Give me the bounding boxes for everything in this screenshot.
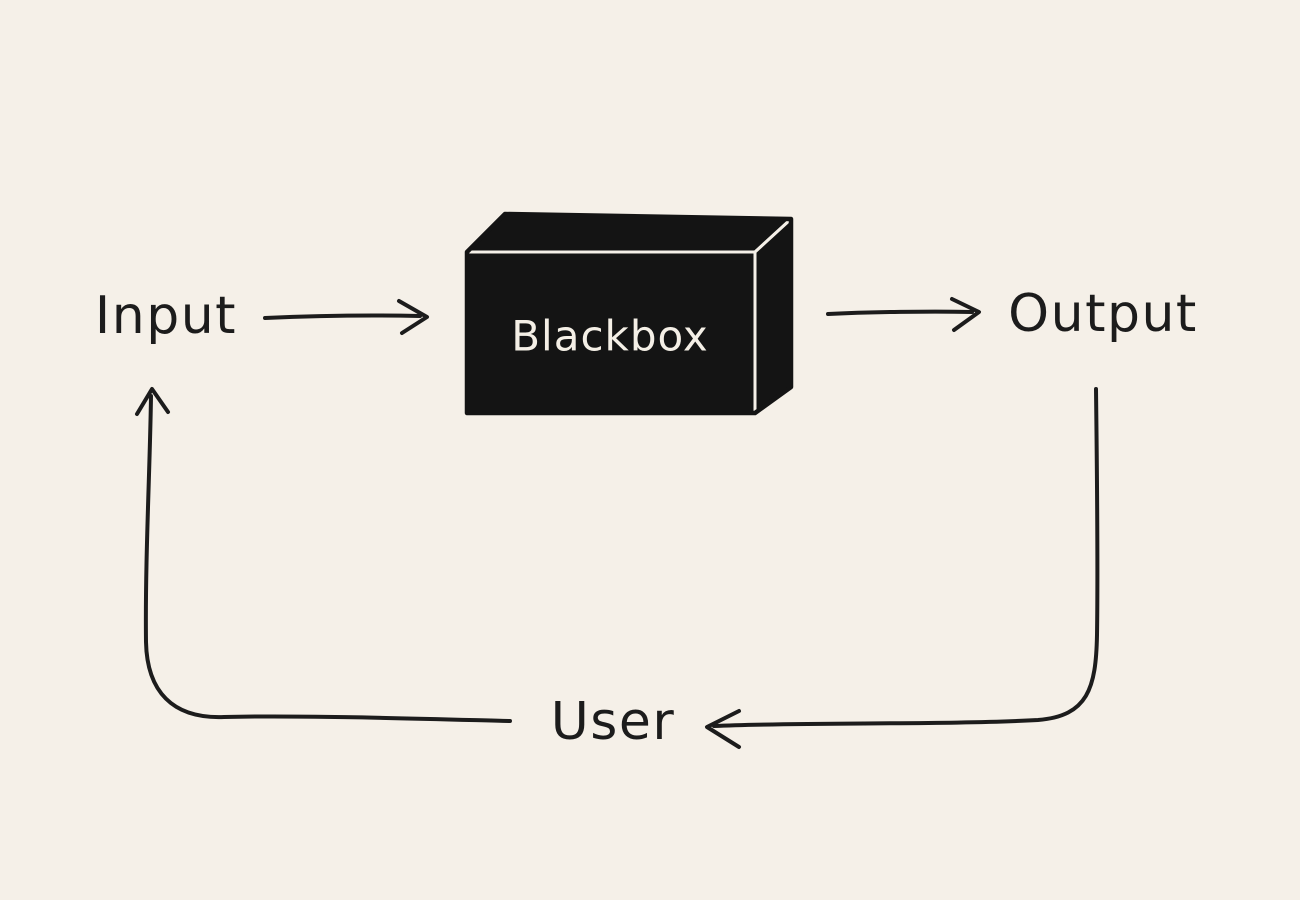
blackbox-to-output-arrow xyxy=(826,297,981,332)
input-to-blackbox-arrow xyxy=(263,299,429,335)
blackbox-right-face xyxy=(753,217,793,415)
blackbox-outline xyxy=(464,211,794,416)
node-output-label: Output xyxy=(1008,284,1198,344)
node-input-label: Input xyxy=(94,286,238,346)
output-to-user-connector xyxy=(705,387,1100,749)
blackbox-node xyxy=(464,211,794,416)
node-blackbox-label: Blackbox xyxy=(511,311,709,361)
user-to-input-connector xyxy=(135,387,512,723)
node-user-label: User xyxy=(550,692,676,752)
